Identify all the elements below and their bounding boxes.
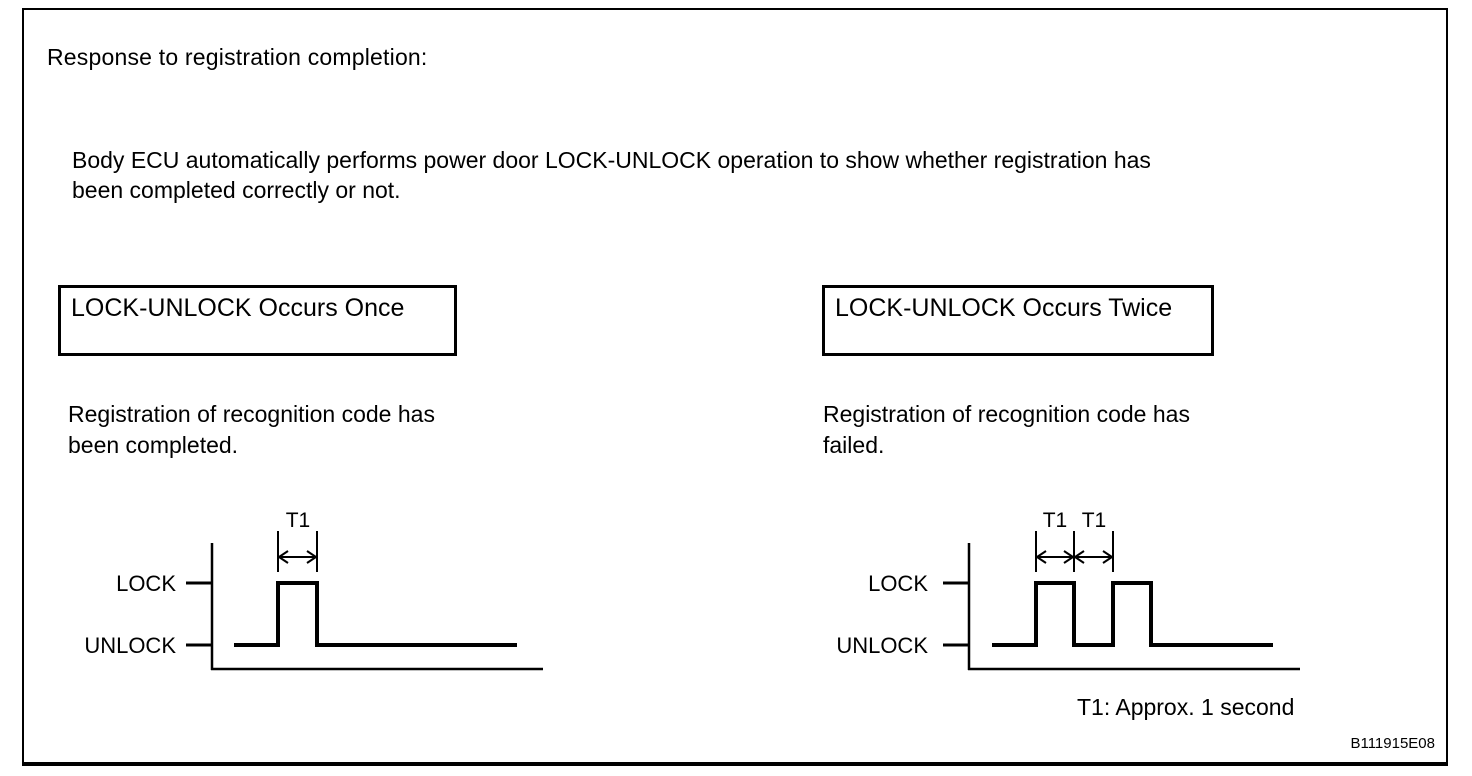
result-completed-line-1: Registration of recognition code has: [68, 401, 435, 427]
lock-label: LOCK: [116, 571, 176, 596]
unlock-label: UNLOCK: [836, 633, 928, 658]
waveform-diagram-once: LOCK UNLOCK T1: [84, 509, 543, 671]
figure-reference-code: B111915E08: [1350, 735, 1435, 752]
figure-border: [22, 8, 1448, 766]
result-text-failed: Registration of recognition code has fai…: [823, 399, 1190, 461]
heading-box-occurs-twice: LOCK-UNLOCK Occurs Twice: [822, 285, 1214, 356]
result-failed-line-2: failed.: [823, 432, 885, 458]
t1-duration-label: T1: [1043, 509, 1068, 532]
waveform-diagram-twice: LOCK UNLOCK T1 T1: [836, 509, 1300, 671]
result-text-completed: Registration of recognition code has bee…: [68, 399, 435, 461]
signal-trace-two-pulses: [992, 581, 1273, 647]
figure-description: Body ECU automatically performs power do…: [72, 145, 1151, 205]
t1-duration-label: T1: [1082, 509, 1107, 532]
unlock-label: UNLOCK: [84, 633, 176, 658]
t1-arrowhead-right: [1102, 550, 1114, 564]
t1-arrowhead-left: [277, 550, 289, 564]
signal-trace-one-pulse: [234, 581, 517, 647]
lock-label: LOCK: [868, 571, 928, 596]
t1-arrowhead-right: [1063, 550, 1075, 564]
t1-arrowhead-left: [1073, 550, 1085, 564]
t1-definition-note: T1: Approx. 1 second: [1077, 694, 1295, 720]
t1-duration-label: T1: [286, 509, 311, 532]
result-completed-line-2: been completed.: [68, 432, 239, 458]
t1-arrowhead-right: [306, 550, 318, 564]
t1-arrowhead-left: [1035, 550, 1047, 564]
description-line-2: been completed correctly or not.: [72, 177, 401, 203]
heading-box-occurs-once: LOCK-UNLOCK Occurs Once: [58, 285, 457, 356]
description-line-1: Body ECU automatically performs power do…: [72, 147, 1151, 173]
figure-title: Response to registration completion:: [47, 44, 428, 70]
result-failed-line-1: Registration of recognition code has: [823, 401, 1190, 427]
